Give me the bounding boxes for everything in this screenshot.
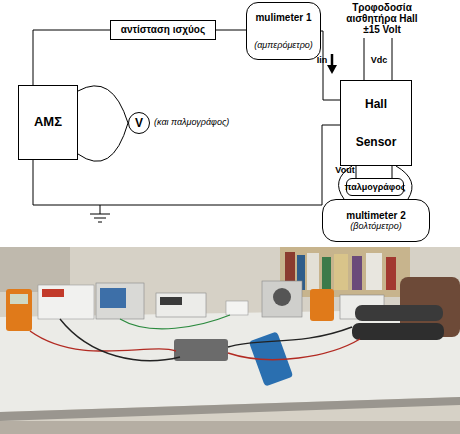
wall [0,247,460,434]
signal-name: Vout [333,165,357,176]
current-arrow [327,65,337,74]
book [322,257,331,290]
current-arrow [331,54,334,66]
supply-display [42,289,64,297]
signal-name: Vdc [368,55,390,66]
power-resistor [355,305,443,321]
ground-symbol [100,205,101,214]
instrument-role: (αμπερόμετρο) [254,40,313,50]
multimeter-display [10,294,28,304]
source-label: ΑΜΣ [34,115,62,130]
book [386,257,396,290]
book [366,253,382,290]
circuit-diagram: αντίσταση ισχύος mulimeter 1 (αμπερόμετρο)… [0,0,460,246]
ground-symbol [98,222,102,223]
wire [228,339,360,360]
resistor-box: αντίσταση ισχύος [110,20,216,40]
book [352,256,362,290]
bench-display [160,297,182,305]
power-resistor [352,323,444,340]
wire [60,319,180,361]
instrument-name: mulimeter 1 [255,12,311,24]
voltmeter-symbol: V [128,112,150,134]
oscilloscope-box: παλμογράφος [346,178,404,196]
socket-strip [226,301,248,315]
variac-knob [273,288,291,306]
floor [0,421,460,434]
power-source-box: ΑΜΣ [18,85,78,160]
multimeter [310,289,334,321]
ground-symbol [94,218,106,219]
supply-wire [364,38,365,80]
wire-connector [33,125,340,205]
power-supply [38,285,94,319]
wire-connector [321,31,340,100]
voltmeter-circle: V(και παλμογράφος) [128,112,150,134]
wire-connector [356,166,392,178]
oscilloscope-screen [100,288,126,308]
table-top [0,309,460,412]
book [307,253,319,290]
supply-wire [392,38,393,80]
sensor-box [174,339,228,361]
variac [262,281,302,317]
ground-symbol [90,214,110,215]
table-edge [0,397,460,421]
ammeter-box: mulimeter 1 (αμπερόμετρο) [246,2,321,60]
oscilloscope [96,283,144,319]
wire [30,331,176,351]
wire [228,327,352,347]
voltmeter-note: (και παλμογράφος) [154,117,229,127]
signal-name: Iin [314,55,330,66]
multimeter [6,289,32,331]
supply-note: Τροφοδοσία αισθητήρα Hall ±15 Volt [345,2,419,35]
book [334,254,348,290]
instrument-name: παλμογράφος [345,182,406,192]
resistor-label: αντίσταση ισχύος [121,24,205,36]
wire-connector [33,30,110,85]
instrument-name: multimeter 2 [346,210,405,222]
voltmeter-box: multimeter 2(βολτόμετρο) [322,199,430,242]
hall-sensor-box: Hall Sensor [340,80,412,166]
wire-connector [78,86,128,161]
wire [120,315,230,329]
lab-photo [0,247,460,434]
wire-connector [216,30,246,31]
bench-multimeter [156,293,206,317]
sensor-label: Hall Sensor [351,85,401,161]
instrument-role: (βολτόμετρο) [350,221,401,231]
circle-outline [129,113,150,134]
